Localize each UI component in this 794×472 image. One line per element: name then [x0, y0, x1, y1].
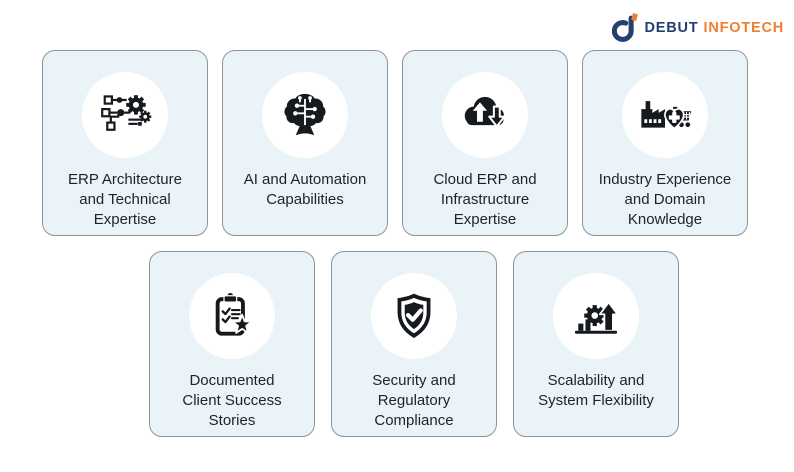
icon-circle [189, 273, 275, 359]
shield-checkmark-icon [397, 293, 431, 338]
card-label-client-success-stories: Documented Client Success Stories [182, 372, 282, 429]
icon-circle [82, 72, 168, 158]
industry-sectors-icon [641, 101, 692, 130]
clipboard-checklist-star-icon [215, 291, 253, 336]
logo-word-infotech: INFOTECH [703, 20, 784, 36]
card-label-security-compliance: Security and Regulatory Compliance [372, 372, 456, 429]
card-client-success-stories: Documented Client Success Stories [149, 251, 315, 437]
icon-circle [442, 72, 528, 158]
cloud-up-down-arrows-icon [464, 96, 506, 128]
circuit-gears-icon [101, 95, 152, 131]
card-ai-automation: AI and Automation Capabilities [222, 50, 388, 236]
card-erp-architecture: ERP Architecture and Technical Expertise [42, 50, 208, 236]
card-label-scalability: Scalability and System Flexibility [538, 372, 654, 409]
ai-brain-circuit-icon [284, 93, 326, 136]
icon-circle [622, 72, 708, 158]
icon-circle [371, 273, 457, 359]
icon-circle [553, 273, 639, 359]
cards-row-bottom: Documented Client Success Stories Securi… [149, 251, 679, 437]
card-label-cloud-erp: Cloud ERP and Infrastructure Expertise [433, 171, 537, 228]
debut-infotech-logo-icon [611, 13, 638, 42]
card-scalability: Scalability and System Flexibility [513, 251, 679, 437]
cards-row-top: ERP Architecture and Technical Expertise [42, 50, 748, 236]
card-label-ai-automation: AI and Automation Capabilities [243, 171, 367, 208]
card-industry-experience: Industry Experience and Domain Knowledge [582, 50, 748, 236]
icon-circle [262, 72, 348, 158]
logo-word-debut: DEBUT [644, 20, 699, 36]
card-label-industry-experience: Industry Experience and Domain Knowledge [598, 171, 732, 228]
card-cloud-erp: Cloud ERP and Infrastructure Expertise [402, 50, 568, 236]
gear-growth-arrow-icon [574, 301, 619, 334]
card-security-compliance: Security and Regulatory Compliance [331, 251, 497, 437]
card-label-erp-architecture: ERP Architecture and Technical Expertise [68, 171, 182, 228]
